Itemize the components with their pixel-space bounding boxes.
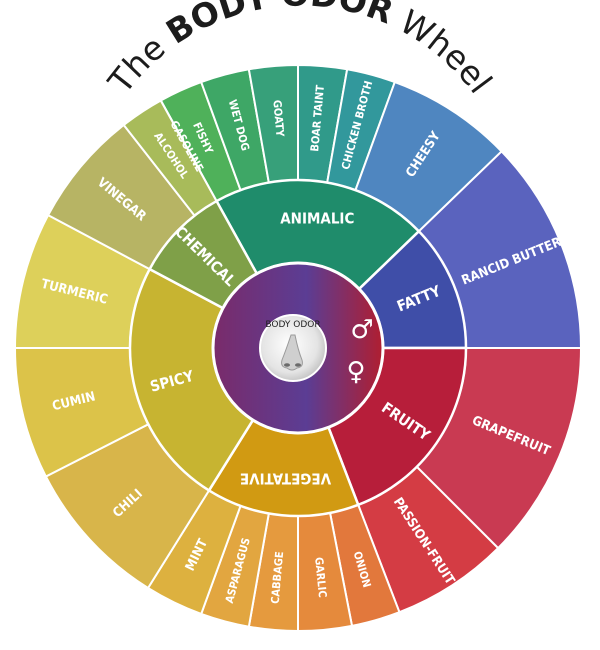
descriptor-label-boar-taint: BOAR TAINT [308,84,327,152]
nose-icon [281,334,303,371]
female-symbol: ♀ [346,357,365,387]
title-emphasis: BODY ODOR [159,0,399,52]
male-symbol: ♂ [350,315,373,345]
descriptor-label-garlic: GARLIC [312,557,329,599]
descriptor-label-cabbage: CABBAGE [269,551,287,605]
category-label-vegetative: VEGETATIVE [240,469,331,487]
category-ring: ANIMALICFATTYFRUITYVEGETATIVESPICYCHEMIC… [128,178,468,518]
descriptor-label-goaty: GOATY [270,99,286,138]
wheel-center: BODY ODOR ♂ ♀ [211,261,385,435]
center-label: BODY ODOR [265,320,320,330]
category-label-animalic: ANIMALIC [280,209,354,227]
